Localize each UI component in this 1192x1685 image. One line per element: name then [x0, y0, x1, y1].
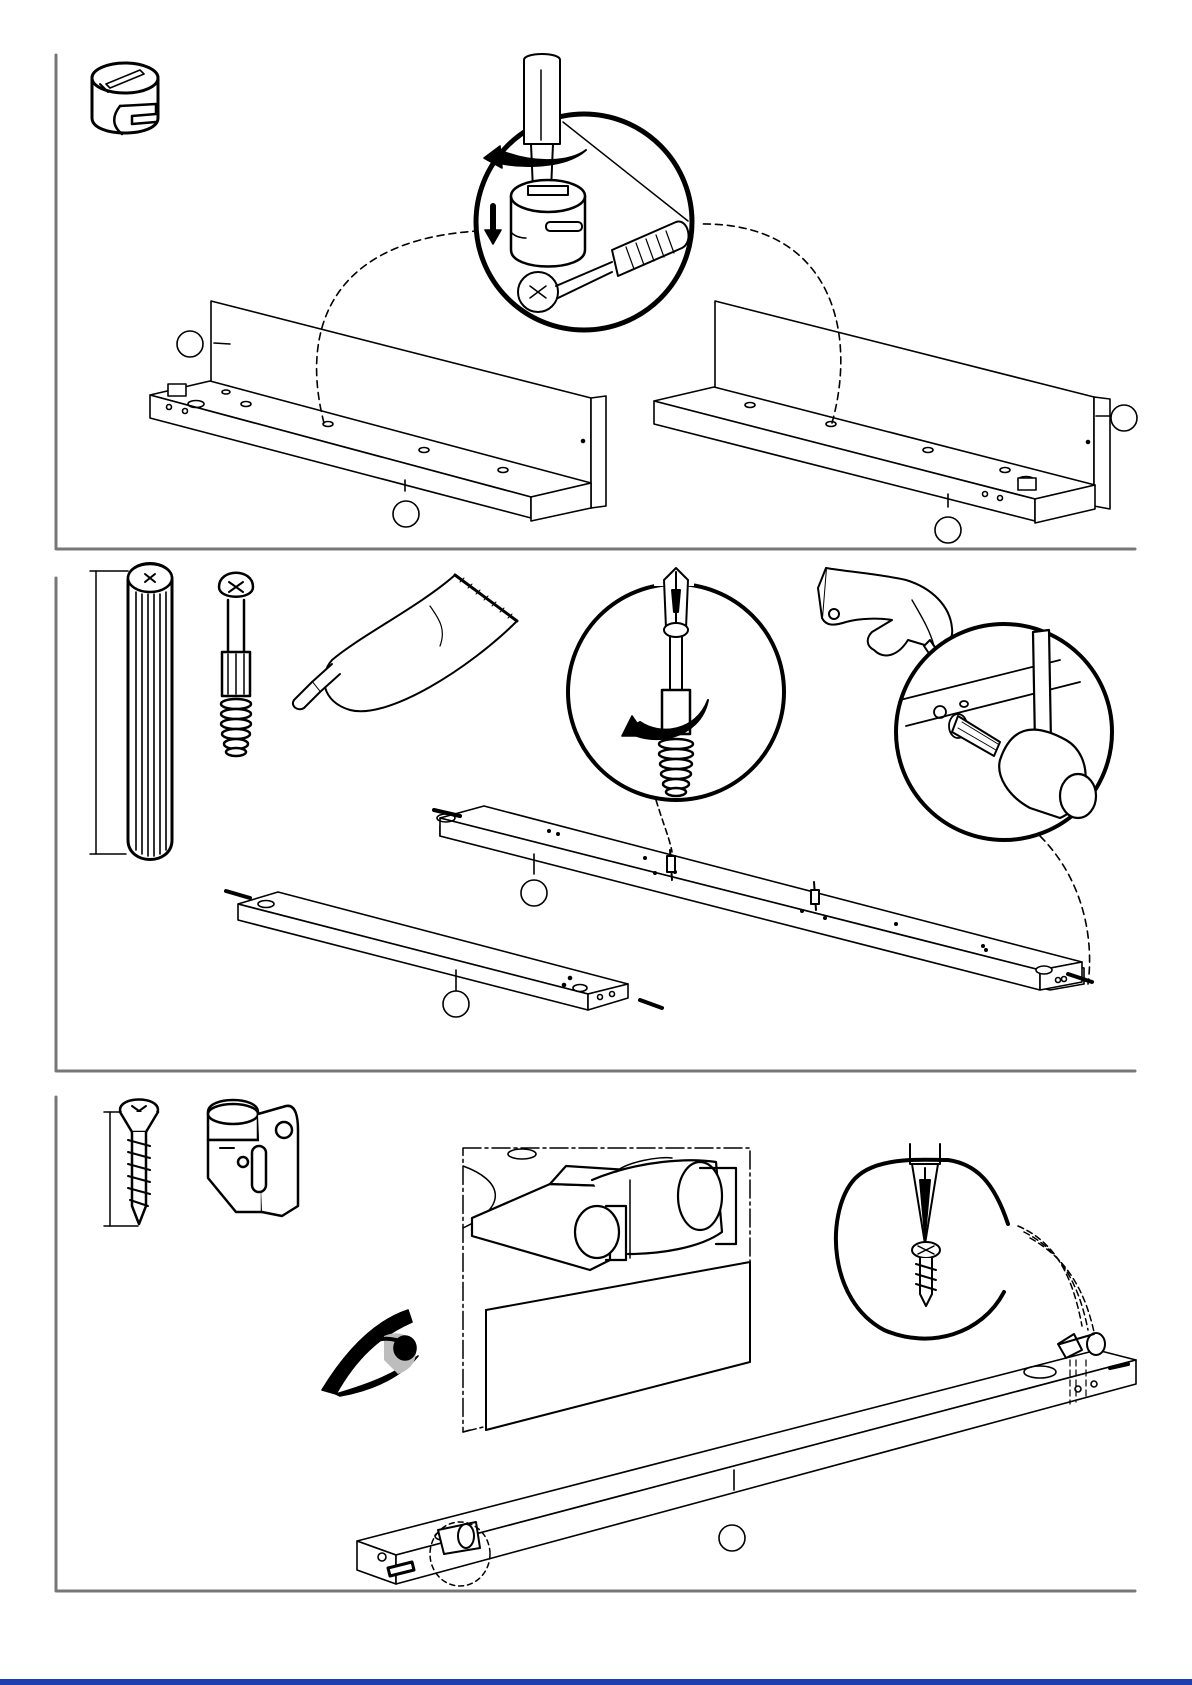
part-callout-circles	[719, 1525, 745, 1551]
hinge-bracket-icon	[208, 1100, 298, 1216]
base-rail	[357, 1333, 1136, 1586]
screwdriver-screw-detail	[836, 1130, 1094, 1339]
right-shelf-panel	[654, 301, 1112, 523]
cam-bolt-icon	[219, 573, 253, 756]
hinge-detail-inset	[463, 1148, 750, 1432]
hinge-closeup	[472, 1158, 736, 1270]
glue-tube-icon	[293, 575, 517, 711]
part-circle	[1111, 405, 1137, 431]
part-circle	[443, 991, 469, 1017]
part-circle	[935, 517, 961, 543]
short-rail	[226, 891, 662, 1010]
bottom-blue-strip	[0, 1679, 1192, 1685]
cam-lock-icon	[92, 63, 158, 134]
step-3	[104, 1100, 1136, 1587]
left-shelf-panel	[150, 301, 606, 521]
cam-lock-part	[1018, 478, 1036, 490]
cam-lock-part	[168, 384, 186, 396]
step-2	[90, 564, 1112, 1018]
screw-icon	[104, 1100, 158, 1227]
eye-icon	[322, 1310, 418, 1396]
screw-closeup	[912, 1242, 940, 1306]
part-circle	[719, 1525, 745, 1551]
screwdriver-cam-lock-detail	[476, 54, 692, 330]
part-circle	[393, 501, 419, 527]
step-1	[92, 54, 1137, 543]
cam-bolt-insertion-detail	[568, 568, 784, 852]
wooden-dowel-icon	[90, 564, 172, 860]
cam-lock-closeup	[511, 180, 585, 267]
part-circle	[177, 331, 203, 357]
part-circle	[521, 880, 547, 906]
